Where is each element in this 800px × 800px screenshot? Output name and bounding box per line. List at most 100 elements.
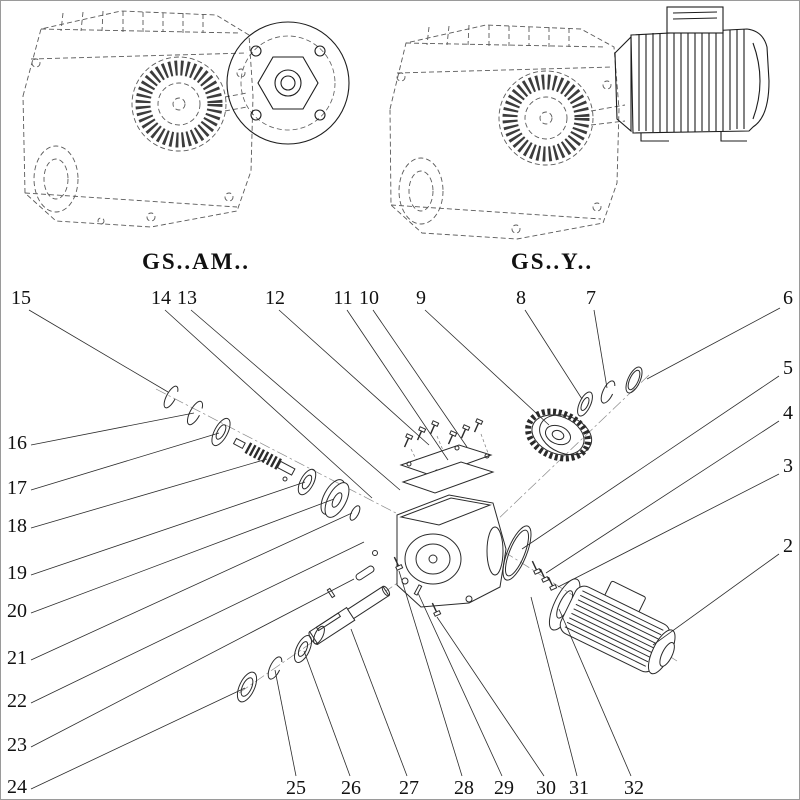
small-pin bbox=[282, 476, 288, 482]
callout-27: 27 bbox=[399, 777, 419, 799]
output-shaft-27 bbox=[308, 585, 391, 645]
gearbox-housing-y-outline bbox=[389, 24, 626, 240]
shaft-key-22 bbox=[355, 565, 375, 581]
leader-line-7 bbox=[593, 309, 608, 389]
pin-29 bbox=[413, 584, 423, 596]
leader-line-6 bbox=[646, 307, 781, 380]
bottom-fasteners bbox=[390, 555, 442, 617]
callout-32: 32 bbox=[624, 777, 644, 799]
snap-ring-16 bbox=[186, 400, 204, 426]
shim-ring-5-outer bbox=[502, 525, 532, 581]
leader-line-30 bbox=[436, 616, 545, 777]
bearing-8-inner bbox=[580, 397, 590, 411]
callout-6: 6 bbox=[783, 287, 793, 309]
seal-ring-6-outer bbox=[625, 366, 643, 394]
leader-line-12 bbox=[278, 309, 430, 446]
leader-line-21 bbox=[30, 512, 353, 661]
callout-2: 2 bbox=[783, 535, 793, 557]
callout-5: 5 bbox=[783, 357, 793, 379]
leader-line-2 bbox=[652, 553, 780, 646]
housing-bore-boss bbox=[404, 533, 462, 585]
leader-line-14 bbox=[164, 309, 373, 499]
leader-line-11 bbox=[346, 309, 449, 461]
callout-12: 12 bbox=[265, 287, 285, 309]
seal-ring-6-inner bbox=[627, 369, 641, 391]
snap-ring-25 bbox=[267, 656, 283, 680]
assembled-view-gs-am: GS..AM.. bbox=[22, 10, 350, 274]
mounting-flange-am bbox=[226, 21, 350, 145]
cover-gasket-13 bbox=[401, 461, 495, 494]
leader-line-19 bbox=[30, 481, 306, 576]
callout-21: 21 bbox=[7, 647, 27, 669]
callout-14: 14 bbox=[151, 287, 171, 309]
callout-30: 30 bbox=[536, 777, 556, 799]
callout-15: 15 bbox=[11, 287, 31, 309]
callout-28: 28 bbox=[454, 777, 474, 799]
callout-16: 16 bbox=[7, 432, 27, 454]
callout-9: 9 bbox=[416, 287, 426, 309]
leader-line-20 bbox=[30, 498, 335, 614]
callout-3: 3 bbox=[783, 455, 793, 477]
top-cover-11 bbox=[399, 444, 493, 477]
plug bbox=[372, 550, 378, 556]
gearbox-housing-am-outline bbox=[22, 10, 254, 228]
gear-disc-20-bore bbox=[331, 492, 343, 508]
leader-line-32 bbox=[558, 608, 632, 777]
bearing-8-outer bbox=[577, 391, 593, 417]
callout-17: 17 bbox=[7, 477, 27, 499]
leader-line-28 bbox=[398, 570, 463, 777]
electric-motor-y bbox=[614, 6, 770, 142]
leader-line-16 bbox=[30, 412, 195, 446]
leader-line-8 bbox=[524, 309, 583, 400]
stud-bolt bbox=[528, 559, 542, 575]
leader-line-10 bbox=[372, 309, 468, 448]
leader-line-24 bbox=[30, 687, 246, 790]
exploded-view bbox=[155, 366, 678, 703]
callout-20: 20 bbox=[7, 600, 27, 622]
bearing-26-outer bbox=[293, 635, 313, 663]
callout-8: 8 bbox=[516, 287, 526, 309]
callout-26: 26 bbox=[341, 777, 361, 799]
leader-line-4 bbox=[545, 420, 780, 574]
callout-10: 10 bbox=[359, 287, 379, 309]
leader-line-25 bbox=[274, 669, 297, 777]
bearing-26-inner bbox=[297, 641, 309, 657]
leader-line-31 bbox=[530, 596, 578, 777]
leader-line-13 bbox=[190, 309, 401, 491]
bearing-19-inner bbox=[301, 474, 313, 490]
gear-disc-20 bbox=[324, 482, 350, 518]
view-label-gs-y: GS..Y.. bbox=[511, 249, 593, 274]
leader-line-29 bbox=[417, 592, 503, 777]
callout-19: 19 bbox=[7, 562, 27, 584]
callout-11: 11 bbox=[333, 287, 352, 309]
motor-exploded-2 bbox=[548, 578, 676, 675]
retaining-ring-15 bbox=[163, 385, 179, 409]
callout-29: 29 bbox=[494, 777, 514, 799]
view-label-gs-am: GS..AM.. bbox=[142, 249, 250, 274]
leader-line-3 bbox=[557, 473, 780, 588]
oil-seal-24-inner bbox=[240, 677, 254, 697]
callout-13: 13 bbox=[177, 287, 197, 309]
bearing-17-inner bbox=[215, 424, 227, 440]
callout-23: 23 bbox=[7, 734, 27, 756]
output-shaft-parts bbox=[236, 565, 391, 703]
gearbox-housing-exploded bbox=[396, 494, 507, 608]
cover-assembly bbox=[399, 418, 495, 494]
leader-line-26 bbox=[303, 650, 351, 777]
snap-ring-7 bbox=[600, 380, 616, 404]
input-bore-hatch-am bbox=[135, 60, 223, 148]
input-shaft-parts bbox=[163, 385, 378, 556]
leader-line-15 bbox=[28, 309, 169, 393]
callout-4: 4 bbox=[783, 402, 793, 424]
spacer-ring-21 bbox=[349, 505, 361, 521]
input-bore-hatch-y bbox=[502, 74, 590, 162]
leader-line-27 bbox=[350, 628, 408, 777]
assembled-view-gs-y: GS..Y.. bbox=[389, 6, 770, 274]
callout-25: 25 bbox=[286, 777, 306, 799]
leader-line-23 bbox=[30, 578, 355, 748]
callout-31: 31 bbox=[569, 777, 589, 799]
leader-line-9 bbox=[424, 309, 550, 426]
